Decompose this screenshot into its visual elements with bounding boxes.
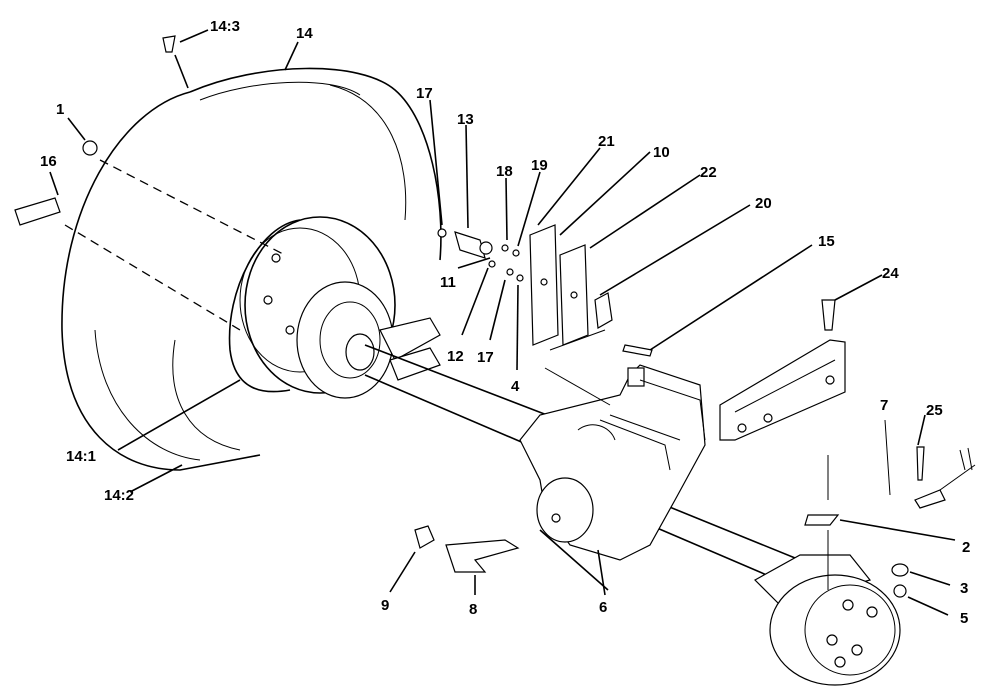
callout-2: 2	[962, 539, 970, 556]
callout-1: 1	[56, 101, 64, 118]
callout-11: 11	[440, 274, 456, 291]
callout-10: 10	[653, 144, 670, 161]
callout-14-2: 14:2	[104, 487, 134, 504]
callout-9: 9	[381, 597, 389, 614]
callout-15: 15	[818, 233, 835, 250]
callout-5: 5	[960, 610, 968, 627]
tire	[61, 67, 442, 471]
callout-12: 12	[447, 348, 464, 365]
callout-22: 22	[700, 164, 717, 181]
callout-25: 25	[926, 402, 943, 419]
wheel-hub	[296, 281, 441, 399]
callout-18: 18	[496, 163, 513, 180]
callout-24: 24	[882, 265, 899, 282]
callout-7: 7	[880, 397, 888, 414]
callout-17-top: 17	[416, 85, 433, 102]
leader-lines	[49, 29, 956, 616]
callout-14-1: 14:1	[66, 448, 96, 465]
plates	[529, 224, 613, 406]
callout-21: 21	[598, 133, 615, 150]
differential-housing	[519, 364, 706, 561]
callout-14: 14	[296, 25, 313, 42]
callout-14-3: 14:3	[210, 18, 240, 35]
callout-19: 19	[531, 157, 548, 174]
assembly-lines	[64, 159, 286, 331]
callout-3: 3	[960, 580, 968, 597]
callout-8: 8	[469, 601, 477, 618]
callout-4: 4	[511, 378, 520, 395]
callout-17-bottom: 17	[477, 349, 494, 366]
callout-6: 6	[599, 599, 607, 616]
callout-labels: 14:3 14 1 16 17 13 18 19 21 10 22 20 15 …	[40, 18, 970, 627]
callout-13: 13	[457, 111, 474, 128]
callout-16: 16	[40, 153, 57, 170]
brake-drum	[754, 554, 901, 686]
callout-20: 20	[755, 195, 772, 212]
hardware	[14, 35, 976, 598]
mounting-bracket	[719, 339, 846, 441]
